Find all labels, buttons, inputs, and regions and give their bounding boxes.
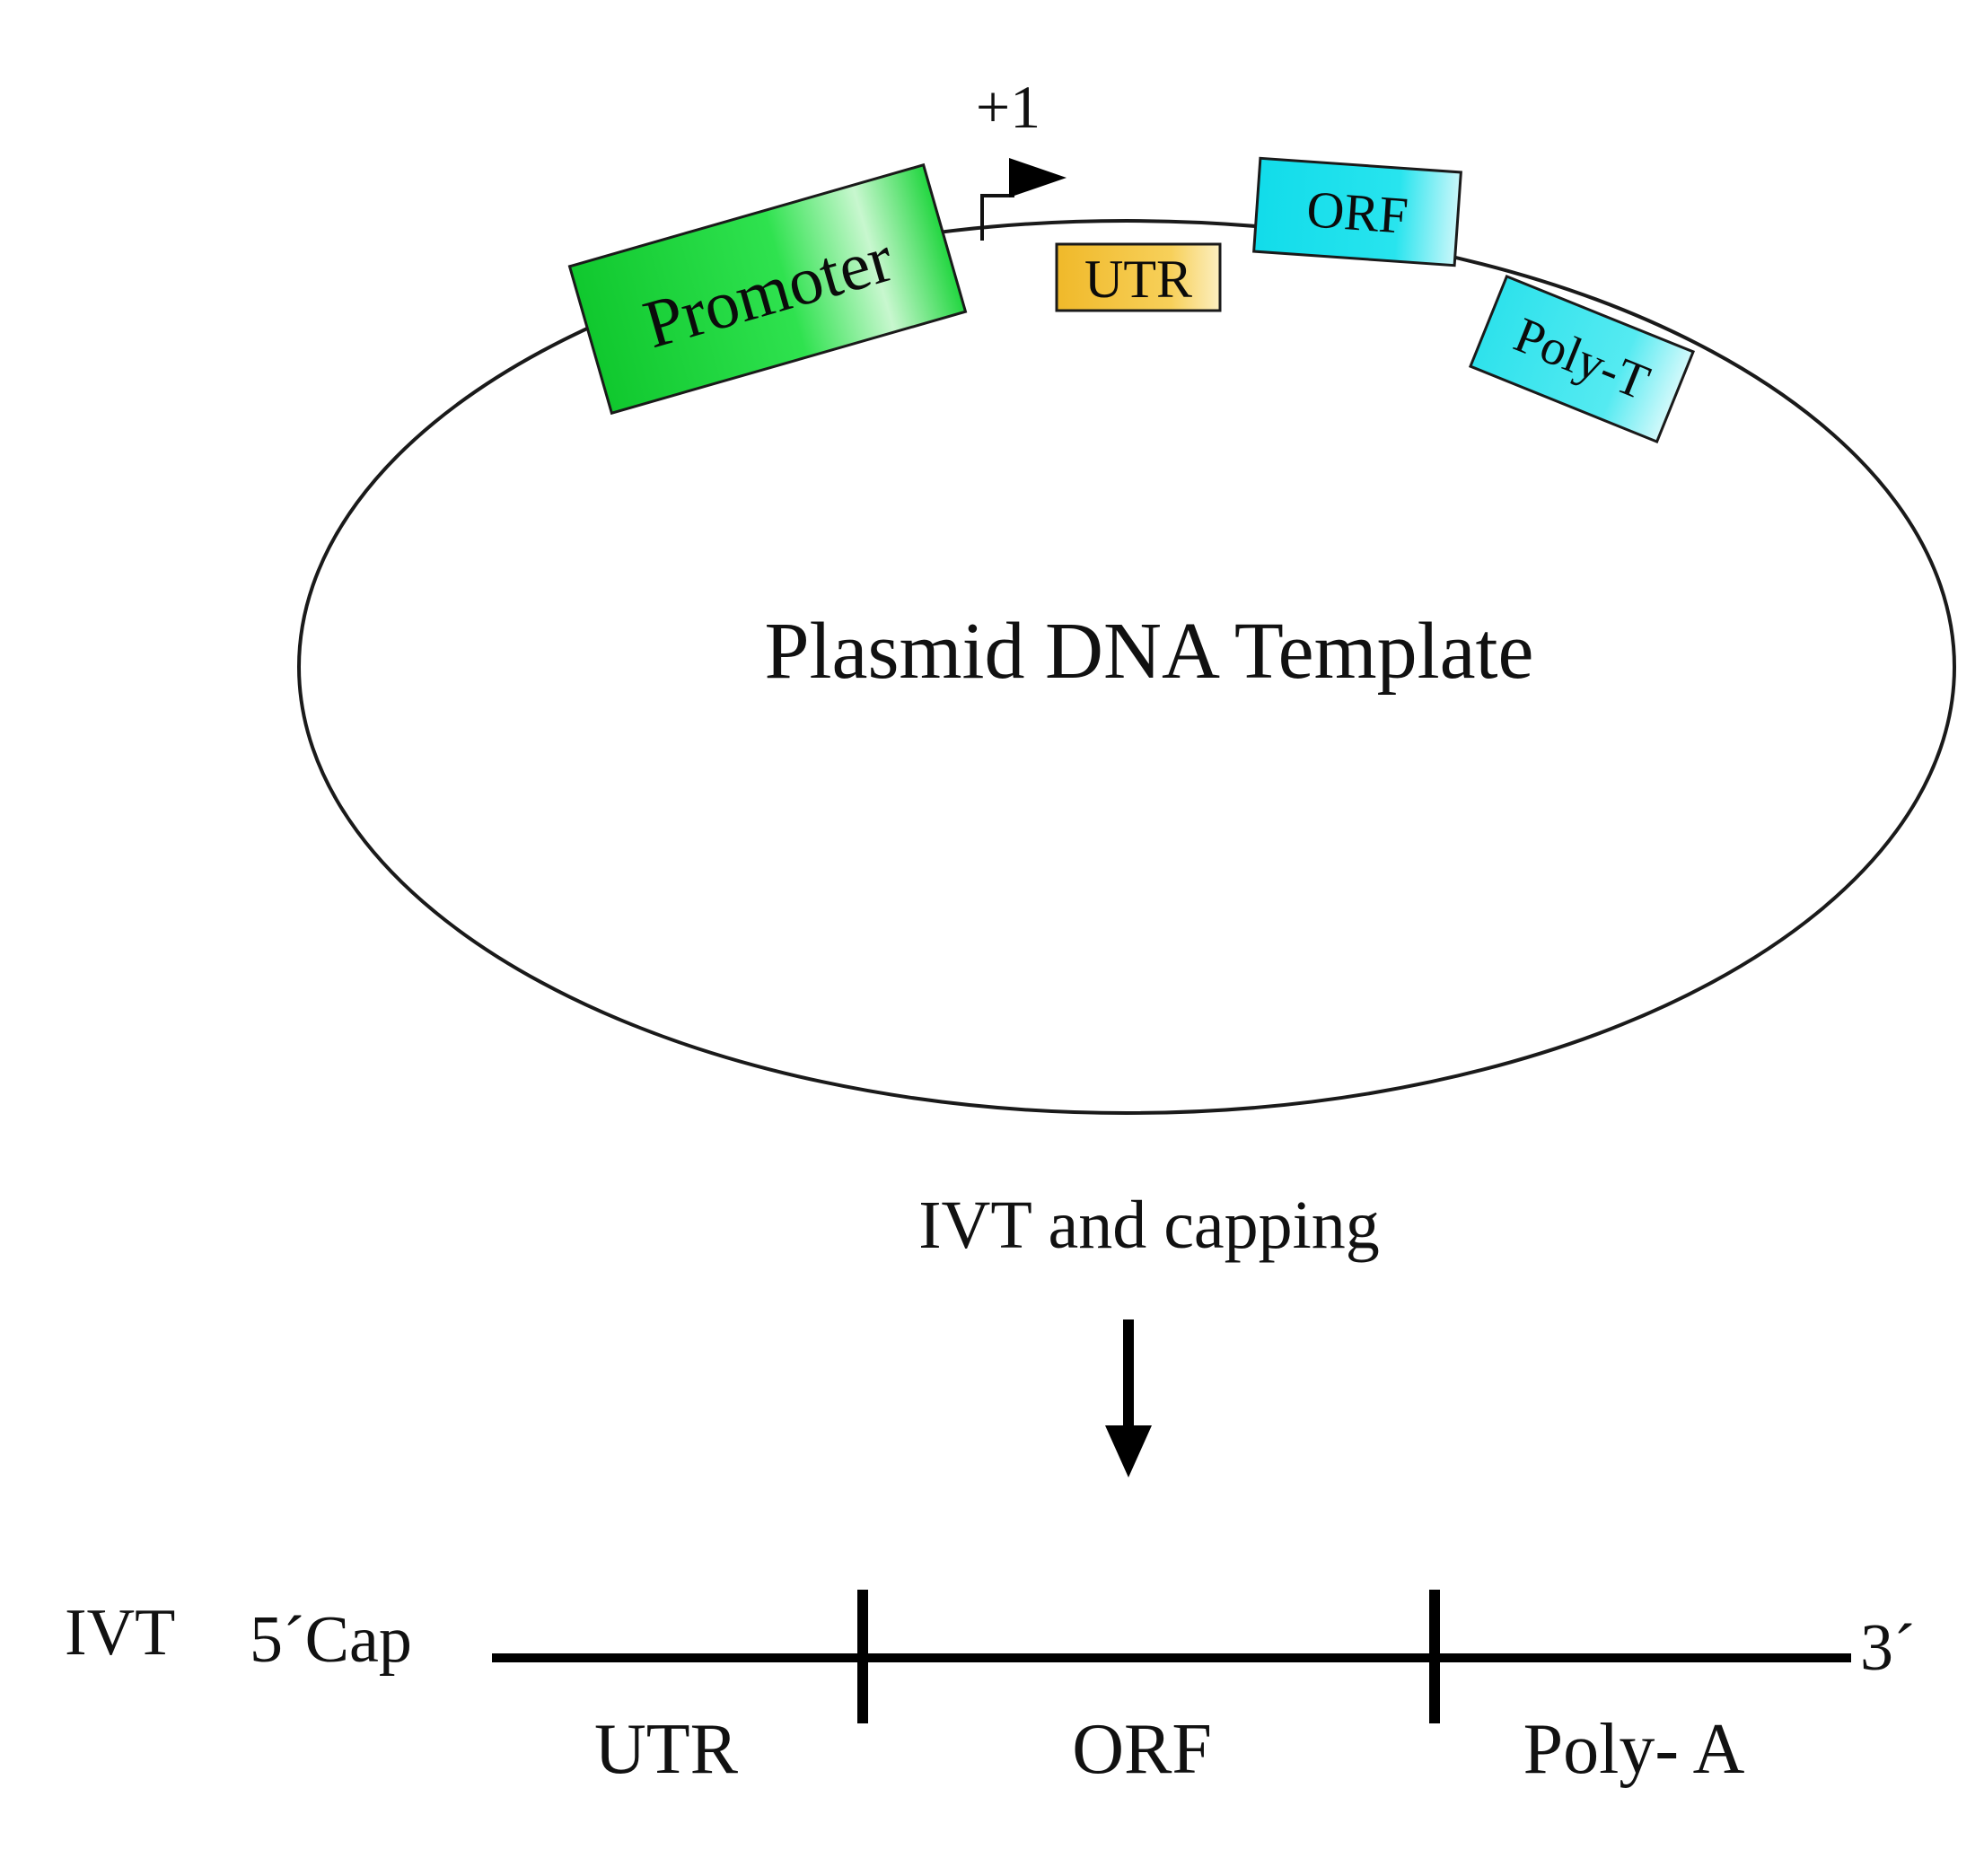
orf-element: ORF [1252, 156, 1462, 267]
plasmid-backbone [297, 219, 1956, 1115]
mrna-segment-orf: ORF [1072, 1710, 1212, 1789]
step-label: IVT and capping [918, 1188, 1380, 1263]
poly-t-element: Poly-T [1468, 275, 1696, 443]
orf-label: ORF [1304, 180, 1409, 245]
mrna-row-label: IVT [65, 1596, 175, 1670]
tss-label: +1 [976, 73, 1040, 141]
three-prime-label: 3´ [1860, 1611, 1916, 1685]
tss-arrow-icon [980, 158, 1067, 241]
promoter-element: Promoter [567, 162, 968, 416]
five-prime-cap-label: 5´Cap [250, 1603, 412, 1677]
utr-element: UTR [1055, 242, 1222, 312]
mrna-strand [492, 1590, 1851, 1723]
down-arrow-icon [1105, 1319, 1152, 1477]
plasmid-label: Plasmid DNA Template [765, 607, 1534, 696]
mrna-segment-utr: UTR [594, 1710, 739, 1789]
utr-label: UTR [1084, 250, 1192, 309]
mrna-segment-poly-a: Poly- A [1523, 1710, 1745, 1789]
